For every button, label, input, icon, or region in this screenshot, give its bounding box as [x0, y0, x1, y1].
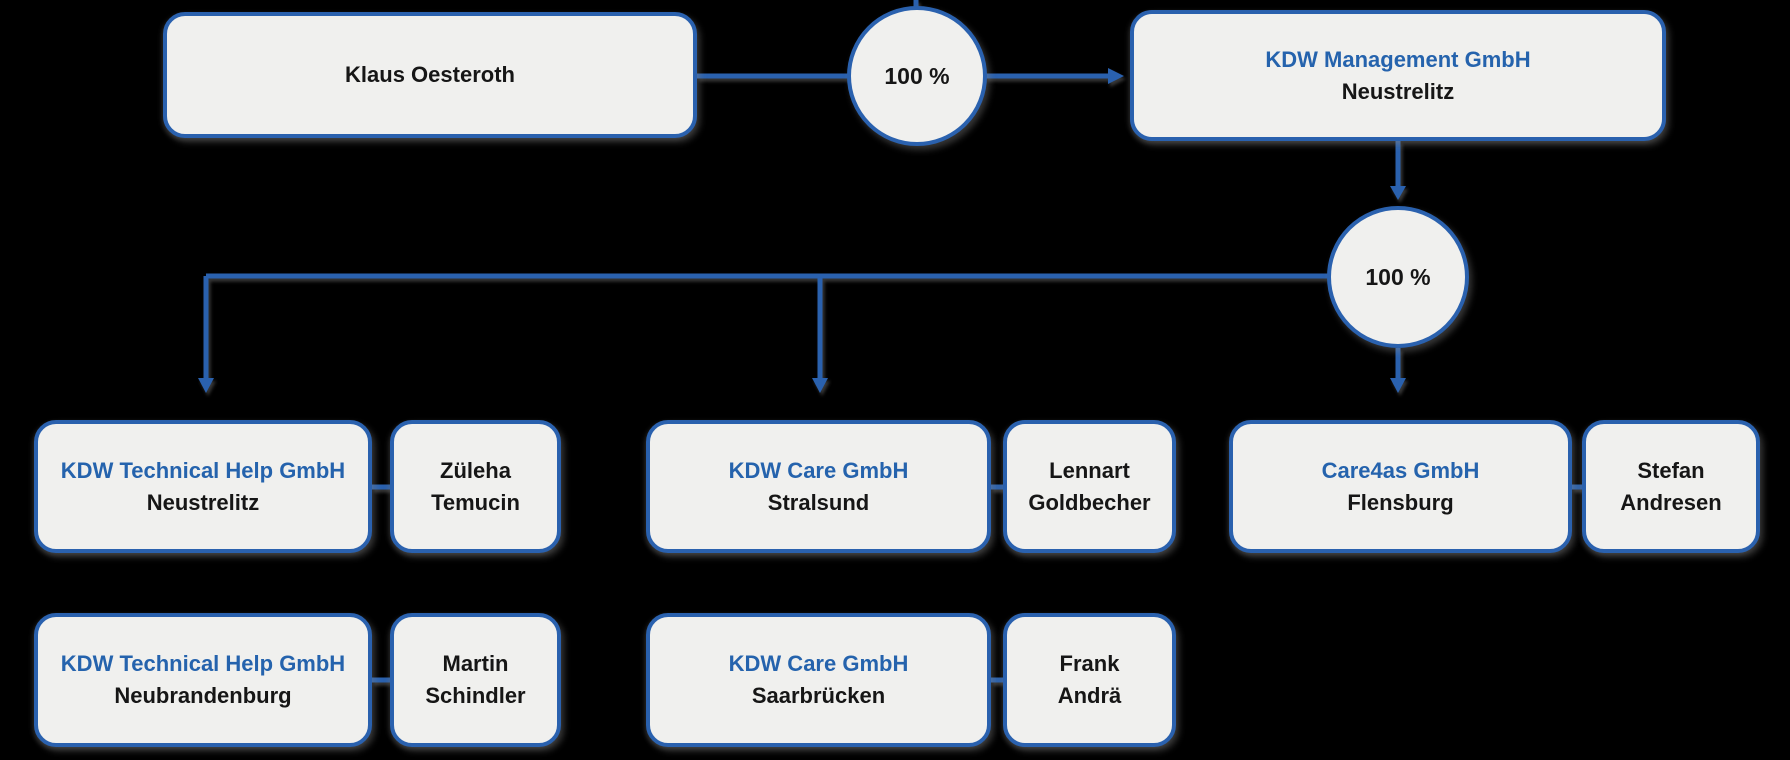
ownership-share-circle-1: 100 %	[847, 6, 987, 146]
company-city: Stralsund	[767, 489, 870, 515]
node-manager: Martin Schindler	[390, 613, 561, 747]
company-name: KDW Management GmbH	[1265, 46, 1531, 72]
manager-last-name: Schindler	[425, 683, 526, 708]
manager-first-name: Martin	[442, 651, 509, 677]
manager-first-name: Frank	[1059, 651, 1120, 677]
company-name: KDW Care GmbH	[728, 457, 909, 483]
company-city: Flensburg	[1347, 489, 1454, 515]
company-city: Neustrelitz	[1341, 78, 1455, 104]
node-subsidiary-company: KDW Technical Help GmbH Neustrelitz	[34, 420, 372, 553]
manager-last-name: Goldbecher	[1028, 489, 1151, 515]
manager-first-name: Lennart	[1049, 457, 1130, 483]
manager-last-name: Andrä	[1057, 683, 1122, 708]
node-subsidiary-company: KDW Care GmbH Stralsund	[646, 420, 991, 553]
company-city: Neustrelitz	[146, 489, 260, 515]
node-manager: Stefan Andresen	[1582, 420, 1760, 553]
arrowhead-down-icon	[1390, 186, 1406, 200]
arrowhead-down-icon	[1390, 378, 1406, 393]
share-percentage-label: 100 %	[884, 62, 950, 89]
manager-first-name: Züleha	[440, 457, 511, 483]
node-manager: Frank Andrä	[1003, 613, 1176, 747]
ownership-share-circle-2: 100 %	[1327, 206, 1469, 348]
company-name: KDW Care GmbH	[728, 651, 909, 677]
company-name: KDW Technical Help GmbH	[60, 457, 346, 483]
manager-last-name: Temucin	[431, 489, 520, 515]
node-subsidiary-company: Care4as GmbH Flensburg	[1229, 420, 1572, 553]
node-manager: Züleha Temucin	[390, 420, 561, 553]
node-holding-company: KDW Management GmbH Neustrelitz	[1130, 10, 1666, 141]
company-city: Saarbrücken	[751, 683, 886, 708]
company-name: Care4as GmbH	[1321, 457, 1480, 483]
manager-last-name: Andresen	[1620, 489, 1722, 515]
share-percentage-label: 100 %	[1365, 263, 1431, 290]
company-city: Neubrandenburg	[114, 683, 292, 708]
arrowhead-down-icon	[812, 378, 828, 393]
company-name: KDW Technical Help GmbH	[60, 651, 346, 677]
manager-first-name: Stefan	[1637, 457, 1705, 483]
arrowhead-right-icon	[1108, 68, 1124, 84]
node-owner: Klaus Oesteroth	[163, 12, 697, 138]
arrowhead-down-icon	[198, 378, 214, 393]
owner-name: Klaus Oesteroth	[345, 62, 515, 88]
node-subsidiary-company: KDW Care GmbH Saarbrücken	[646, 613, 991, 747]
node-subsidiary-company: KDW Technical Help GmbH Neubrandenburg	[34, 613, 372, 747]
node-manager: Lennart Goldbecher	[1003, 420, 1176, 553]
